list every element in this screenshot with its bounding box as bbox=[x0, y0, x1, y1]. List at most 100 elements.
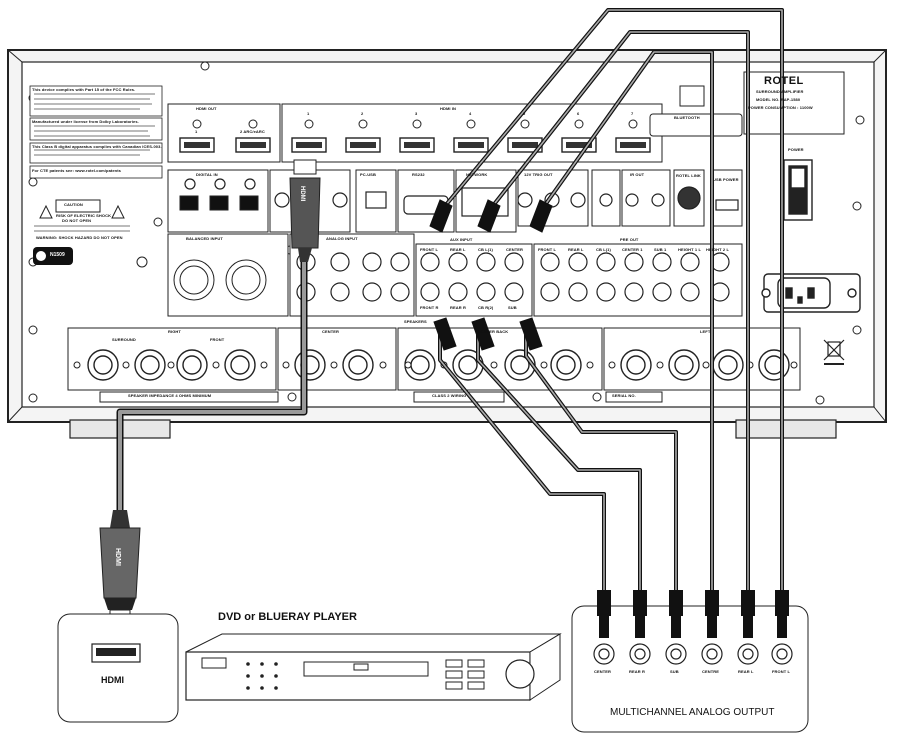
speaker-group-left: LEFT bbox=[700, 329, 711, 334]
output-jack-rear-l: REAR L bbox=[738, 669, 754, 674]
fine-print-3: This Class B digital apparatus complies … bbox=[32, 144, 162, 149]
caution-text-2: DO NOT OPEN bbox=[62, 218, 92, 223]
preout-jack-sub-1: SUB 1 bbox=[654, 247, 667, 252]
aux-input-label: AUX INPUT bbox=[450, 237, 473, 242]
hdmi-inset bbox=[57, 613, 179, 723]
output-jack-front-l: FRONT L bbox=[772, 669, 791, 674]
network-label: NETWORK bbox=[466, 172, 488, 177]
aux-jack-rear-l: REAR L bbox=[450, 247, 466, 252]
class2-wiring: CLASS 2 WIRING bbox=[432, 393, 467, 398]
hdmi-out-label: HDMI OUT bbox=[196, 106, 217, 111]
aux-jack-front-l: FRONT L bbox=[420, 247, 439, 252]
trigger-label: 12V TRIG OUT bbox=[524, 172, 553, 177]
speaker-impedance: SPEAKER IMPEDANCE 4 OHMS MINIMUM bbox=[128, 393, 212, 398]
hdmi-in-label: HDMI IN bbox=[440, 106, 457, 111]
power-label: POWER bbox=[788, 147, 804, 152]
output-jack-rear-r: REAR R bbox=[629, 669, 645, 674]
usb-power-label: USB POWER bbox=[713, 177, 739, 182]
speakers-label: SPEAKERS bbox=[404, 319, 427, 324]
usb-network-ports bbox=[365, 186, 739, 217]
output-jack-sub: SUB bbox=[670, 669, 679, 674]
preout-jack-rear-l: REAR L bbox=[568, 247, 584, 252]
hdmi-in-port-3: 3 bbox=[415, 111, 418, 116]
hdmi-in-port-6: 6 bbox=[577, 111, 580, 116]
dvd-buttons bbox=[246, 662, 278, 690]
fine-print-4: For CTE patents see: www.rotel.com/paten… bbox=[32, 168, 121, 173]
hdmi-port-inner bbox=[184, 142, 646, 148]
hdmi-screws bbox=[192, 119, 638, 129]
speaker-sub-front: FRONT bbox=[210, 337, 225, 342]
player-title: DVD or BLUERAY PLAYER bbox=[218, 611, 357, 623]
output-jack-centre: CENTRE bbox=[702, 669, 720, 674]
balanced-input-panel bbox=[167, 233, 289, 317]
fine-print-2: Manufactured under license from Dolby La… bbox=[32, 119, 139, 124]
preout-jack-center-1: CENTER 1 bbox=[622, 247, 643, 252]
fine-print-block bbox=[29, 85, 163, 179]
hdmi-cable-text-receiver: HDMI bbox=[299, 186, 305, 202]
analog-input-label: ANALOG INPUT bbox=[326, 236, 358, 241]
power-inlet bbox=[761, 273, 861, 313]
fine-print-1: This device complies with Part 15 of the… bbox=[32, 87, 136, 92]
hdmi-in-port-7: 7 bbox=[631, 111, 634, 116]
aux-jack-cb-r: CB R(2) bbox=[478, 305, 494, 310]
caution-title: CAUTION bbox=[64, 202, 83, 207]
hdmi-plug-receiver bbox=[289, 159, 321, 262]
brand-logo: ROTEL bbox=[764, 75, 804, 87]
dvd-keys bbox=[445, 659, 485, 690]
preout-jack-height-2l: HEIGHT 2 L bbox=[706, 247, 730, 252]
output-panel-label: MULTICHANNEL ANALOG OUTPUT bbox=[610, 707, 775, 718]
hdmi-cable bbox=[116, 234, 308, 514]
aux-jack-rear-r: REAR R bbox=[450, 305, 466, 310]
power-switch bbox=[783, 159, 813, 221]
caution-label bbox=[34, 199, 130, 232]
hdmi-out-port-1: 1 bbox=[195, 129, 198, 134]
model-line-1: SURROUND AMPLIFIER bbox=[756, 89, 804, 94]
ir-out-label: IR OUT bbox=[630, 172, 645, 177]
weee-bin-icon bbox=[823, 339, 845, 365]
dvd-player bbox=[185, 633, 562, 701]
output-rca-plugs bbox=[597, 590, 789, 638]
preout-jack-cb-l: CB L(1) bbox=[596, 247, 611, 252]
digital-in-label: DIGITAL IN bbox=[196, 172, 218, 177]
bluetooth-label: BLUETOOTH bbox=[674, 115, 700, 120]
pre-out-label: PRE OUT bbox=[620, 237, 639, 242]
rca-plugs-receiver bbox=[429, 199, 553, 351]
analog-panels bbox=[289, 233, 743, 317]
fine-print-lines bbox=[34, 93, 155, 156]
coax-ports bbox=[184, 178, 665, 208]
speaker-binding-posts bbox=[87, 349, 790, 381]
aux-jack-front-r: FRONT R bbox=[420, 305, 439, 310]
speaker-group-right: RIGHT bbox=[168, 329, 181, 334]
rca-jacks-row1 bbox=[296, 252, 730, 272]
serial-label: SERIAL NO. bbox=[612, 393, 636, 398]
hdmi-in-port-4: 4 bbox=[469, 111, 472, 116]
hdmi-inset-label: HDMI bbox=[101, 675, 124, 685]
hdmi-cable-text-player: HDMI bbox=[114, 548, 121, 566]
certification-marks bbox=[33, 247, 148, 268]
balanced-input-label: BALANCED INPUT bbox=[186, 236, 223, 241]
model-line-2: MODEL NO. RAP-1580 bbox=[756, 97, 801, 102]
model-line-3: POWER CONSUMPTION : 1100W bbox=[748, 105, 813, 110]
output-jack-center: CENTER bbox=[594, 669, 612, 674]
hdmi-in-port-1: 1 bbox=[307, 111, 310, 116]
hdmi-out-port-2: 2 ARC/eARC bbox=[240, 129, 265, 134]
rca-cables bbox=[438, 8, 784, 592]
speaker-sub-surround: SURROUND bbox=[112, 337, 136, 342]
aux-jack-center: CENTER bbox=[506, 247, 524, 252]
center-back-label: CENTER BACK bbox=[478, 329, 509, 334]
caution-text-1: RISK OF ELECTRIC SHOCK bbox=[56, 213, 112, 218]
hdmi-in-port-5: 5 bbox=[523, 111, 526, 116]
hdmi-in-port-2: 2 bbox=[361, 111, 364, 116]
preout-jack-front-l: FRONT L bbox=[538, 247, 557, 252]
cert-text: N1509 bbox=[50, 252, 65, 258]
pc-usb-label: PC-USB bbox=[360, 172, 376, 177]
aux-jack-cb-l: CB L(1) bbox=[478, 247, 493, 252]
bluetooth-area bbox=[649, 71, 845, 137]
rs232-label: RS232 bbox=[412, 172, 425, 177]
optical-ports bbox=[179, 195, 259, 211]
output-jacks bbox=[593, 643, 793, 665]
warning-text: WARNING: SHOCK HAZARD DO NOT OPEN bbox=[36, 235, 123, 240]
hdmi-plug-player bbox=[99, 510, 141, 627]
rotel-link-label: ROTEL LINK bbox=[676, 173, 701, 178]
